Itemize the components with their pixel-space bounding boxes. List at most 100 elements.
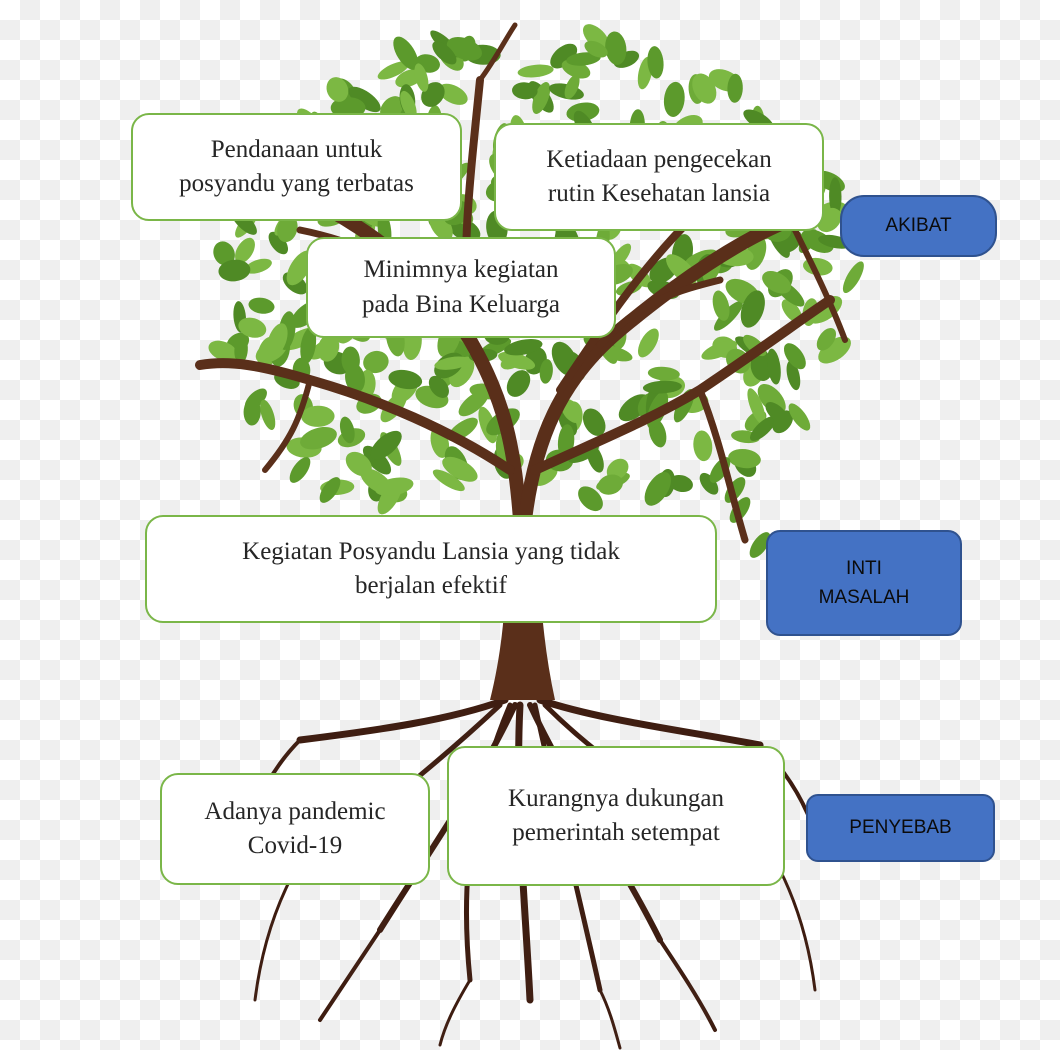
leaf	[504, 339, 543, 356]
leaf	[638, 328, 659, 358]
root	[778, 868, 817, 992]
leaf	[235, 237, 255, 264]
leaf	[829, 177, 842, 216]
leaf	[766, 348, 781, 385]
leaf	[363, 350, 389, 374]
effect-box-health-check: Ketiadaan pengecekan rutin Kesehatan lan…	[494, 123, 824, 231]
leaf	[512, 82, 538, 100]
leaf	[597, 474, 623, 495]
branch	[696, 386, 749, 544]
leaf	[749, 532, 771, 558]
leaf	[301, 405, 335, 427]
branch	[477, 22, 518, 83]
effect-box-family-activity: Minimnya kegiatan pada Bina Keluarga	[306, 237, 616, 338]
leaf	[248, 297, 275, 314]
leaf	[566, 52, 601, 66]
leaf	[348, 86, 381, 113]
leaf	[266, 323, 288, 357]
leaf	[400, 90, 417, 120]
leaf	[300, 426, 337, 450]
leaf	[506, 370, 531, 397]
leaf	[564, 74, 580, 100]
root	[536, 696, 764, 749]
leaf	[728, 448, 761, 469]
leaf	[582, 408, 606, 436]
leaf	[432, 469, 465, 492]
leaf	[345, 363, 365, 393]
label-core-problem: INTI MASALAH	[766, 530, 962, 636]
leaf	[377, 61, 409, 80]
leaf	[842, 261, 864, 294]
leaf	[750, 416, 776, 441]
leaf	[584, 40, 608, 58]
root	[296, 696, 509, 744]
leaf	[783, 343, 806, 370]
core-problem-box: Kegiatan Posyandu Lansia yang tidak berj…	[145, 515, 717, 623]
leaf	[432, 41, 457, 65]
leaf	[213, 241, 235, 266]
leaf	[243, 398, 261, 426]
leaf	[642, 380, 682, 394]
leaf	[500, 352, 525, 370]
leaf	[388, 369, 423, 390]
leaf	[701, 340, 738, 360]
leaf	[663, 81, 685, 117]
leaf	[693, 430, 713, 462]
root	[318, 928, 382, 1022]
cause-box-government-support: Kurangnya dukungan pemerintah setempat	[447, 746, 785, 886]
leaf	[260, 399, 276, 431]
leaf	[393, 36, 419, 70]
root	[253, 878, 292, 1002]
leaf	[277, 215, 298, 243]
branch	[787, 217, 848, 343]
leaf	[319, 477, 341, 503]
branch	[262, 377, 313, 473]
leaf	[434, 356, 471, 370]
leaf	[762, 271, 792, 294]
leaf	[234, 336, 248, 364]
label-cause: PENYEBAB	[806, 794, 995, 862]
leaf	[218, 259, 251, 282]
leaf	[747, 388, 766, 425]
leaf	[818, 336, 851, 364]
leaf	[699, 472, 719, 495]
branch	[518, 213, 797, 527]
tree-roots	[238, 696, 822, 1050]
leaf	[605, 31, 627, 65]
leaf	[374, 477, 414, 496]
leaf	[414, 63, 429, 92]
leaf	[647, 366, 680, 381]
leaf	[561, 398, 582, 424]
leaf	[727, 73, 743, 103]
leaf	[788, 403, 811, 431]
leaf	[647, 46, 664, 79]
branch	[195, 358, 515, 475]
cause-box-pandemic: Adanya pandemic Covid-19	[160, 773, 430, 885]
leaf	[289, 457, 311, 483]
leaf	[532, 82, 551, 114]
leaf	[442, 456, 478, 482]
leaf	[244, 258, 272, 274]
leaf	[669, 474, 693, 493]
leaf	[438, 83, 468, 105]
leaf	[816, 327, 837, 351]
leaf	[238, 317, 267, 338]
root	[598, 988, 622, 1050]
leaf	[692, 73, 717, 104]
leaf	[740, 290, 765, 328]
leaf	[446, 36, 482, 61]
leaf	[345, 451, 372, 477]
leaf	[339, 416, 355, 444]
root	[658, 938, 717, 1032]
label-effect: AKIBAT	[840, 195, 997, 257]
leaf	[362, 445, 392, 475]
leaf	[533, 466, 558, 486]
leaf	[712, 290, 730, 321]
leaf	[539, 359, 553, 384]
leaf	[208, 340, 238, 362]
leaf	[458, 390, 489, 417]
leaf	[517, 64, 554, 78]
leaf	[428, 375, 449, 398]
leaf	[268, 231, 289, 255]
leaf	[578, 486, 603, 512]
